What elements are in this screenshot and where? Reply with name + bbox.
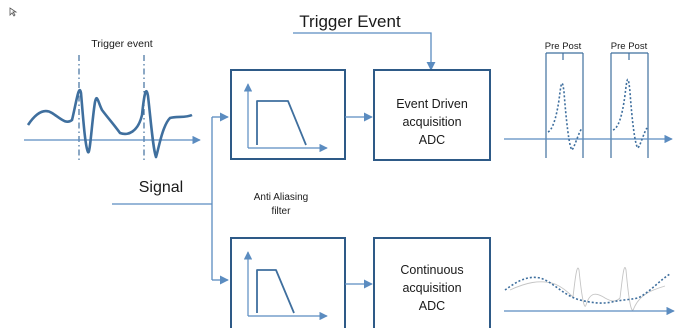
continuous-adc-label-line3: ADC — [419, 299, 445, 313]
continuous-ghost-waveform — [509, 267, 666, 311]
anti-aliasing-filter-box — [230, 69, 346, 160]
continuous-adc-label-line1: Continuous — [400, 263, 463, 277]
event-driven-adc-label-line3: ADC — [419, 133, 445, 147]
pre-post-label-1: Pre Post — [545, 41, 582, 52]
trigger-event-line — [293, 32, 436, 71]
signal-label: Signal — [139, 179, 183, 196]
pre-post-label-2: Pre Post — [611, 41, 648, 52]
event-driven-adc-box: Event Driven acquisition ADC — [373, 69, 491, 161]
anti-aliasing-filter-box-continuous — [230, 237, 346, 328]
event-driven-adc-label-line1: Event Driven — [396, 97, 468, 111]
trigger-event-title: Trigger Event — [299, 12, 401, 31]
trigger-event-waveform — [26, 89, 193, 159]
anti-aliasing-label-line1: Anti Aliasing — [254, 192, 308, 203]
continuous-adc-label-line2: acquisition — [402, 281, 461, 295]
anti-aliasing-label-line2: filter — [272, 206, 292, 217]
pre-post-window-2 — [610, 52, 649, 158]
pre-post-window-1 — [545, 52, 584, 158]
continuous-waveform — [504, 273, 671, 304]
event-snippet-waveform-1 — [547, 82, 583, 152]
trigger-event-waveform-label: Trigger event — [91, 38, 153, 50]
event-snippet-waveform-2 — [612, 78, 648, 150]
mouse-pointer-icon — [9, 7, 18, 17]
event-driven-adc-label-line2: acquisition — [402, 115, 461, 129]
continuous-adc-box: Continuous acquisition ADC — [373, 237, 491, 328]
